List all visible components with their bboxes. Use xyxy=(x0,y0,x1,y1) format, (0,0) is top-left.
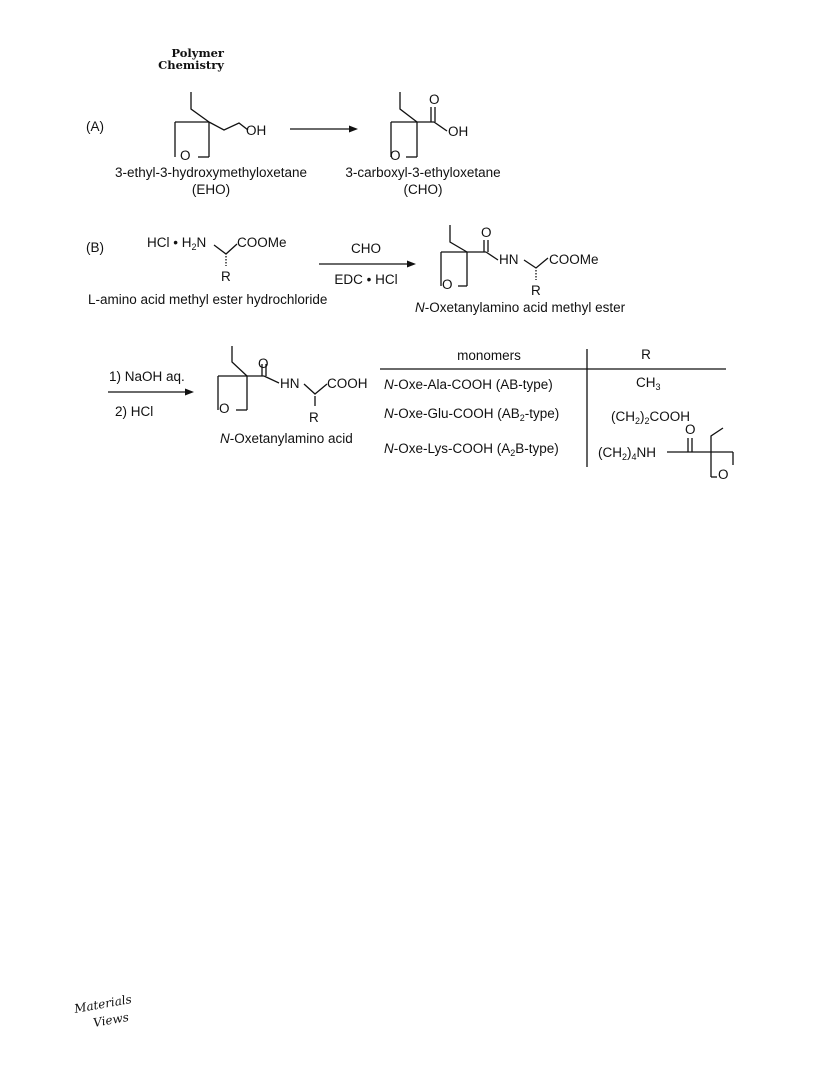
reactant-ester: COOMe xyxy=(237,235,287,250)
reagent-hcl: 2) HCl xyxy=(115,404,153,419)
amino-ester-name: L-amino acid methyl ester hydrochloride xyxy=(88,292,327,307)
eho-structure: O OH xyxy=(174,92,266,163)
oxetanyl-ester-name: N-Oxetanylamino acid methyl ester xyxy=(415,300,626,315)
reactant-r-group: R xyxy=(221,269,231,284)
panel-a-label: (A) xyxy=(86,119,104,134)
eho-abbr: (EHO) xyxy=(192,182,230,197)
acid-ring-oxygen: O xyxy=(219,401,230,416)
amino-ester-structure: HCl • H2N COOMe R xyxy=(147,235,287,284)
panel-b-label: (B) xyxy=(86,240,104,255)
reagent-cho: CHO xyxy=(351,241,381,256)
materials-views-logo: Materials Views xyxy=(74,995,133,1030)
table-row-ala-monomer: N-Oxe-Ala-COOH (AB-type) xyxy=(384,377,553,392)
eho-ring-oxygen: O xyxy=(180,148,191,163)
ester-r-group: R xyxy=(531,283,541,298)
ester-ring-oxygen: O xyxy=(442,277,453,292)
journal-name: Polymer Chemistry xyxy=(158,47,224,71)
logo-line2: Views xyxy=(92,1010,130,1030)
table-row-lys-monomer: N-Oxe-Lys-COOH (A2B-type) xyxy=(384,441,559,458)
lys-carbonyl-oxygen: O xyxy=(685,422,696,437)
monomer-table: monomers R N-Oxe-Ala-COOH (AB-type) CH3 … xyxy=(380,347,734,482)
reaction-arrow-b xyxy=(319,260,416,268)
eho-hydroxyl: OH xyxy=(246,123,266,138)
oxetanyl-ester-structure: O O HN COOMe R xyxy=(440,225,599,298)
ester-group: COOMe xyxy=(549,252,599,267)
lys-oxetanyl-substituent: O O xyxy=(667,422,734,482)
acid-carboxyl: COOH xyxy=(327,376,368,391)
oxetanyl-acid-structure: O O HN COOH R xyxy=(217,346,368,425)
cho-hydroxyl: OH xyxy=(448,124,468,139)
oxetanyl-acid-name: N-Oxetanylamino acid xyxy=(220,431,353,446)
table-row-ala-r: CH3 xyxy=(636,375,661,392)
ester-carbonyl-oxygen: O xyxy=(481,225,492,240)
table-row-glu-monomer: N-Oxe-Glu-COOH (AB2-type) xyxy=(384,406,559,423)
cho-name: 3-carboxyl-3-ethyloxetane xyxy=(345,165,500,180)
table-row-glu-r: (CH2)2COOH xyxy=(611,409,690,426)
eho-name: 3-ethyl-3-hydroxymethyloxetane xyxy=(115,165,307,180)
cho-structure: O O OH xyxy=(390,92,468,163)
journal-name-line1: Polymer xyxy=(171,46,224,60)
reagent-edc: EDC • HCl xyxy=(334,272,397,287)
cho-abbr: (CHO) xyxy=(404,182,443,197)
reagent-naoh: 1) NaOH aq. xyxy=(109,369,185,384)
table-row-lys-r: (CH2)4NH xyxy=(598,445,656,462)
acid-amide-hn: HN xyxy=(280,376,300,391)
ester-amide-hn: HN xyxy=(499,252,519,267)
reaction-arrow-a xyxy=(290,125,358,133)
journal-name-line2: Chemistry xyxy=(158,58,224,72)
table-header-r: R xyxy=(641,347,651,362)
table-header-monomers: monomers xyxy=(457,348,521,363)
cho-carbonyl-oxygen: O xyxy=(429,92,440,107)
reaction-arrow-c xyxy=(108,388,194,396)
acid-r-group: R xyxy=(309,410,319,425)
lys-ring-oxygen: O xyxy=(718,467,729,482)
acid-carbonyl-oxygen: O xyxy=(258,356,269,371)
cho-ring-oxygen: O xyxy=(390,148,401,163)
reactant-amine-salt: HCl • H2N xyxy=(147,235,206,252)
reaction-scheme: (A) O OH O O OH 3-ethyl-3-hydroxymethylo… xyxy=(86,92,734,482)
